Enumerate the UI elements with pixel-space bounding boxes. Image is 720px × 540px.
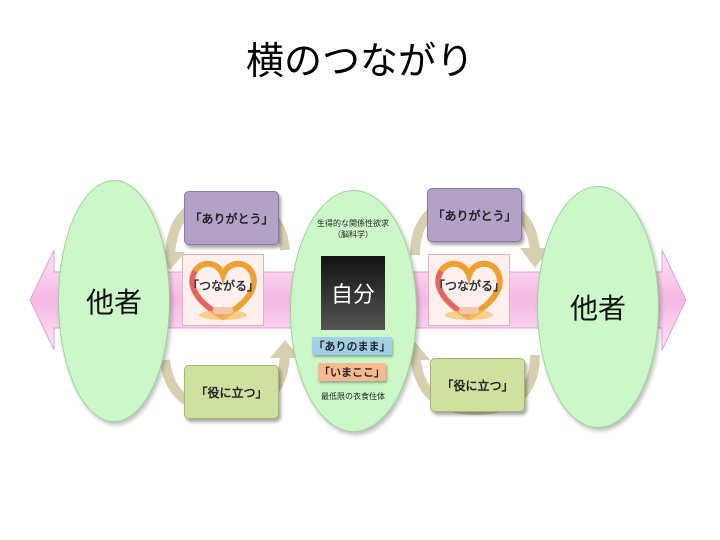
thanks-left-label: 「ありがとう」 bbox=[189, 211, 274, 226]
as-is-tag: 「ありのまま」 bbox=[312, 337, 392, 355]
slide-title: 横のつながり bbox=[245, 39, 474, 83]
innate-need-note: 生得的な関係性欲求 （脳科学） bbox=[300, 218, 406, 240]
here-now-tag: 「いまここ」 bbox=[318, 363, 386, 381]
innate-need-line1: 生得的な関係性欲求 bbox=[317, 219, 389, 228]
other-left-label: 他者 bbox=[85, 286, 142, 319]
helpful-box-left: 「役に立つ」 bbox=[184, 365, 279, 419]
helpful-left-label: 「役に立つ」 bbox=[195, 385, 268, 400]
helpful-box-right: 「役に立つ」 bbox=[430, 358, 525, 412]
other-right-ellipse: 他者 bbox=[537, 186, 659, 428]
other-right-label: 他者 bbox=[569, 292, 626, 325]
connect-left-label: 「つながる」 bbox=[186, 279, 259, 293]
helpful-right-label: 「役に立つ」 bbox=[441, 378, 514, 393]
heart-handshake-icon bbox=[189, 260, 257, 321]
heart-handshake-icon bbox=[435, 260, 503, 321]
self-label: 自分 bbox=[330, 283, 375, 308]
connect-right-label: 「つながる」 bbox=[432, 279, 505, 293]
thanks-box-left: 「ありがとう」 bbox=[184, 191, 279, 245]
self-box: 自分 bbox=[321, 256, 385, 330]
connect-image-right: 「つながる」 bbox=[428, 254, 510, 326]
connect-image-left: 「つながる」 bbox=[182, 254, 264, 326]
minimum-living-note: 最低限の衣食住体 bbox=[321, 392, 385, 401]
thanks-right-label: 「ありがとう」 bbox=[432, 208, 517, 223]
other-left-ellipse: 他者 bbox=[58, 180, 170, 422]
thanks-box-right: 「ありがとう」 bbox=[427, 188, 522, 242]
innate-need-line2: （脳科学） bbox=[333, 230, 373, 239]
